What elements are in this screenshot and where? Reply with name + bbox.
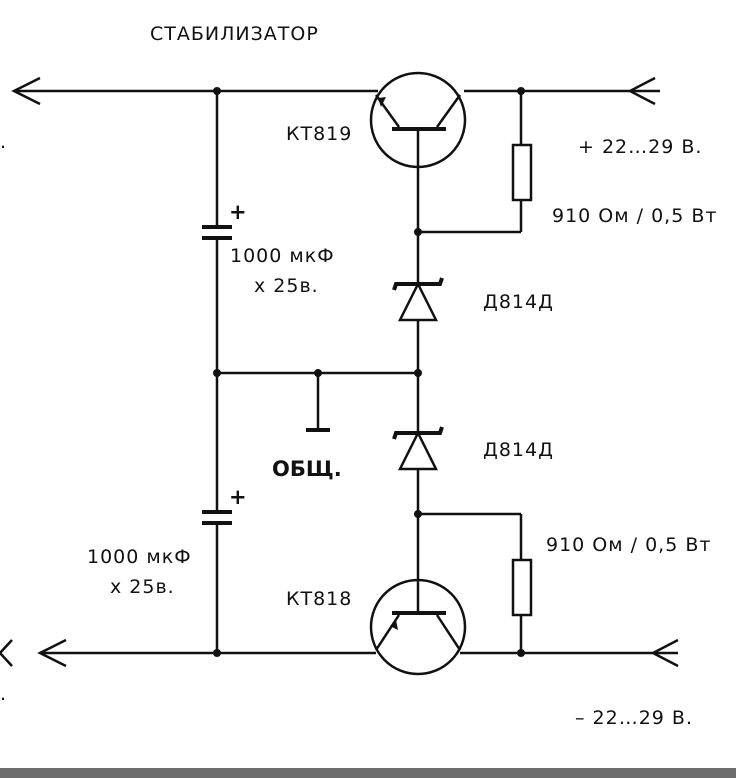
kt818-label: КТ818 bbox=[286, 588, 352, 610]
edge-mark-bottom: . bbox=[0, 683, 7, 705]
cap-bottom-plus: + bbox=[229, 485, 247, 509]
clipped-edge-arrow bbox=[0, 639, 13, 667]
kt819-emitter-arrow bbox=[378, 97, 386, 107]
edge-mark-top: . bbox=[0, 131, 7, 153]
diode-bottom-label: Д814Д bbox=[483, 439, 554, 461]
transistor-kt819 bbox=[369, 71, 467, 169]
diode-bottom-triangle bbox=[397, 430, 439, 471]
junction-bottom-right bbox=[517, 649, 525, 657]
common-label: ОБЩ. bbox=[272, 457, 342, 481]
bottom-input-arrow bbox=[650, 638, 679, 668]
diode-top-triangle bbox=[397, 281, 439, 322]
cap-top-plus: + bbox=[229, 200, 247, 224]
diode-top-label: Д814Д bbox=[483, 291, 554, 313]
positive-input-label: + 22…29 В. bbox=[578, 136, 702, 158]
junction-bottom-left bbox=[213, 649, 221, 657]
kt818-emitter-arrow bbox=[390, 620, 398, 630]
kt819-label: КТ819 bbox=[286, 123, 352, 145]
bottom-edge-strip bbox=[0, 768, 736, 778]
transistor-kt818 bbox=[369, 578, 467, 676]
negative-input-label: – 22…29 В. bbox=[575, 707, 693, 729]
cap-bottom-value: 1000 мкФ bbox=[87, 546, 192, 568]
cap-bottom-voltage: х 25в. bbox=[110, 576, 175, 598]
bottom-output-arrow bbox=[37, 638, 67, 668]
res-top-label: 910 Ом / 0,5 Вт bbox=[552, 205, 717, 227]
resistor-top bbox=[511, 143, 533, 202]
res-bottom-label: 910 Ом / 0,5 Вт bbox=[546, 534, 711, 556]
schematic-title: СТАБИЛИЗАТОР bbox=[150, 23, 319, 45]
cap-top-voltage: х 25в. bbox=[254, 275, 319, 297]
cap-top-value: 1000 мкФ bbox=[230, 245, 335, 267]
resistor-bottom bbox=[511, 558, 533, 617]
top-output-arrow bbox=[11, 76, 41, 106]
top-input-arrow bbox=[627, 76, 656, 106]
